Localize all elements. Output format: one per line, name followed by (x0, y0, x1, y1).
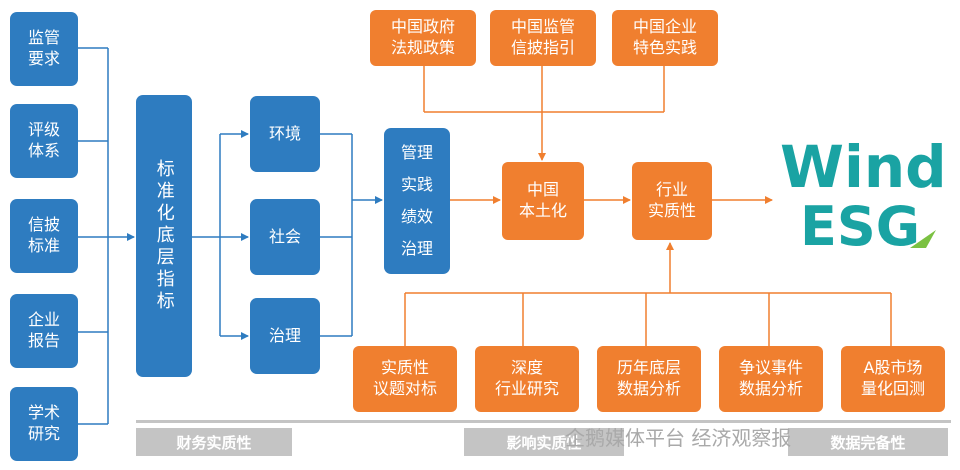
input-box-industry-research: 深度 行业研究 (475, 346, 579, 412)
footer-bar-impact-materiality: 影响实质性 (464, 428, 624, 456)
input-box-disclosure-standards: 信披 标准 (10, 199, 78, 273)
input-box-enterprise-practice: 中国企业 特色实践 (612, 10, 718, 66)
footer-bar-financial-materiality: 财务实质性 (136, 428, 292, 456)
wind-esg-logo-line1: Wind (780, 133, 947, 201)
standardized-indicators-box: 标准化底层指标 (136, 95, 192, 377)
logo-swoosh-icon (910, 230, 936, 248)
wind-esg-logo-line2: ESG (800, 195, 921, 258)
watermark-text: 企鹅媒体平台 经济观察报 (565, 426, 792, 450)
input-box-materiality-benchmark: 实质性 议题对标 (353, 346, 457, 412)
input-box-regulatory-guidance: 中国监管 信披指引 (490, 10, 596, 66)
input-box-rating-system: 评级 体系 (10, 104, 78, 178)
standardized-indicators-label: 标准化底层指标 (153, 159, 175, 313)
input-box-market-backtest: A股市场 量化回测 (841, 346, 945, 412)
dimension-box-environment: 环境 (250, 96, 320, 172)
footer-bar-data-completeness: 数据完备性 (788, 428, 948, 456)
input-box-controversy-data: 争议事件 数据分析 (719, 346, 823, 412)
dimension-box-social: 社会 (250, 199, 320, 275)
china-localization-box: 中国 本土化 (502, 162, 584, 240)
input-box-government-policy: 中国政府 法规政策 (370, 10, 476, 66)
input-box-corporate-reports: 企业 报告 (10, 294, 78, 368)
footer-divider (136, 420, 951, 423)
input-box-regulatory-requirements: 监管 要求 (10, 12, 78, 86)
industry-materiality-box: 行业 实质性 (632, 162, 712, 240)
input-box-academic-research: 学术 研究 (10, 387, 78, 461)
input-box-historical-data: 历年底层 数据分析 (597, 346, 701, 412)
dimension-box-governance: 治理 (250, 298, 320, 374)
management-practice-box: 管理 实践 绩效 治理 (384, 128, 450, 274)
